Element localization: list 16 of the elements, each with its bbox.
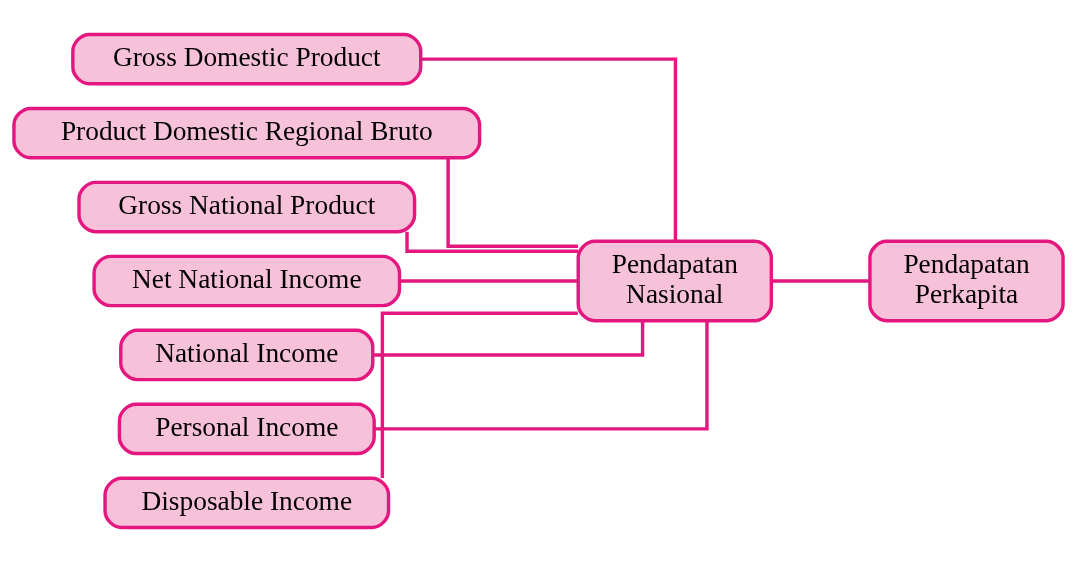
connector	[380, 311, 578, 479]
node-box: Product Domestic Regional Bruto	[12, 106, 482, 160]
node-box: National Income	[119, 328, 375, 382]
node-box: Gross Domestic Product	[71, 32, 423, 86]
connector	[373, 321, 645, 357]
node-box: Pendapatan Perkapita	[868, 239, 1065, 323]
connector	[421, 57, 678, 241]
node-box: Personal Income	[117, 402, 376, 456]
connector	[771, 279, 870, 283]
connector	[446, 158, 578, 248]
node-box: Pendapatan Nasional	[576, 239, 774, 323]
node-box: Net National Income	[92, 254, 402, 308]
connector	[400, 279, 578, 283]
connector	[374, 321, 709, 431]
node-box: Disposable Income	[103, 476, 391, 530]
node-box: Gross National Product	[77, 180, 417, 234]
